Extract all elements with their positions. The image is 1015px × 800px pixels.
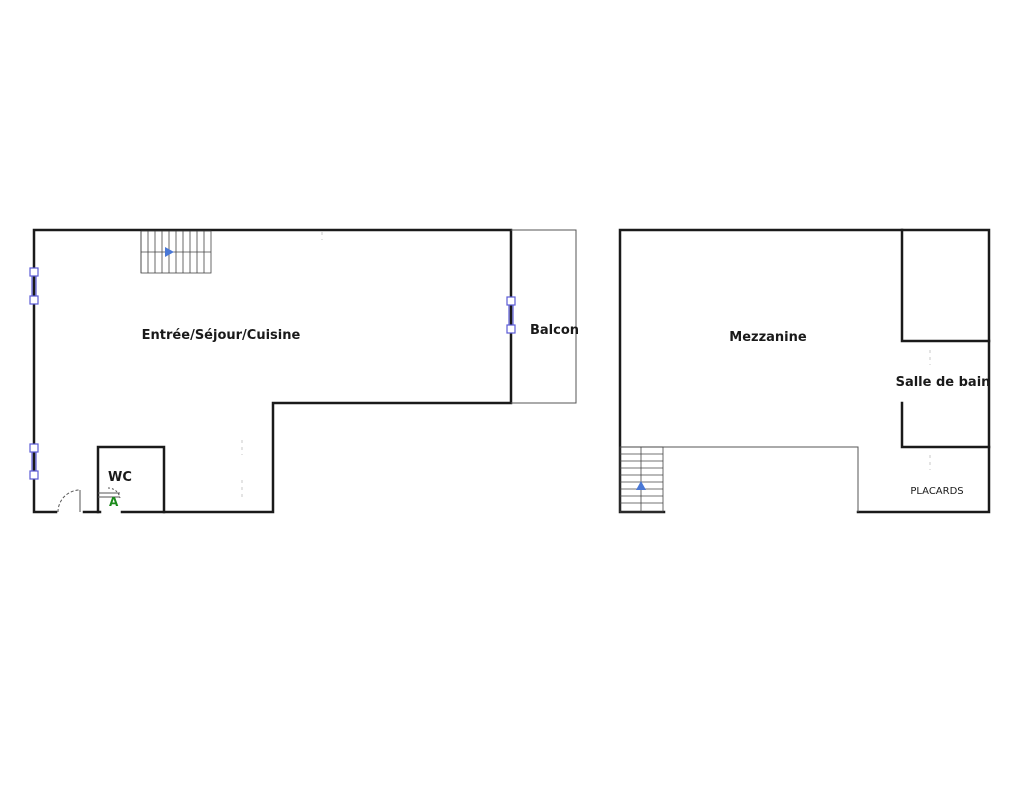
ground-floor-plan: Entrée/Séjour/Cuisine Balcon WC A — [29, 228, 579, 514]
ground-floor-staircase — [140, 230, 212, 274]
balcony-outline — [511, 229, 577, 404]
wc-walls — [96, 445, 166, 514]
window-left-bottom — [29, 443, 39, 480]
upper-floor-plan: Mezzanine Salle de bain PLACARDS — [618, 228, 991, 514]
room-label-balcony: Balcon — [530, 323, 579, 338]
window-left-top — [29, 267, 39, 305]
marker-label: A — [109, 495, 119, 509]
wc-door — [107, 487, 121, 499]
ground-floor-guides — [241, 232, 323, 500]
wc-fixture — [98, 492, 120, 498]
upper-floor-outer-wall — [618, 228, 991, 514]
entrance-door — [57, 489, 81, 513]
bathroom-top-wall — [900, 228, 991, 343]
bathroom-bottom-wall — [900, 401, 991, 449]
upper-floor-staircase — [619, 446, 664, 513]
room-label-closets: PLACARDS — [910, 486, 963, 497]
room-label-mezzanine: Mezzanine — [729, 330, 807, 345]
room-label-main: Entrée/Séjour/Cuisine — [142, 328, 301, 343]
ground-floor-outer-wall — [32, 228, 513, 514]
window-balcony — [506, 296, 516, 334]
stair-arrow-up-icon — [636, 481, 646, 490]
room-label-bathroom: Salle de bain — [896, 375, 991, 390]
mezzanine-edge — [620, 446, 859, 512]
stair-arrow-icon — [165, 247, 174, 257]
room-label-wc: WC — [108, 470, 132, 485]
